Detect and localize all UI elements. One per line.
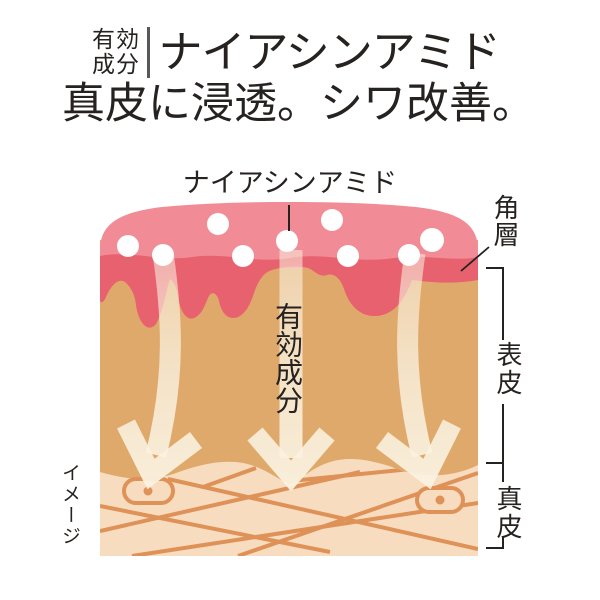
arrow-shaft [397, 251, 433, 458]
fibroblast-nucleus [435, 495, 445, 505]
tag-line-1: 有効 [92, 27, 140, 53]
active-ingredient-tag: 有効 成分 [92, 27, 140, 77]
headline: 真皮に浸透。シワ改善。 [62, 81, 535, 128]
tag-divider [147, 27, 150, 78]
fibroblast-cells [122, 477, 465, 514]
niacinamide-dot [207, 213, 229, 235]
collagen-fiber [202, 466, 257, 489]
niacinamide-dot [337, 245, 359, 267]
corneum-layer-label: 角層 [490, 194, 519, 248]
penetration-arrows [117, 250, 461, 492]
layer-bracket [486, 267, 504, 549]
niacinamide-molecules [117, 209, 444, 267]
header-row: 有効 成分 ナイアシンアミド [92, 27, 501, 78]
niacinamide-dot [276, 230, 298, 252]
collagen-fiber [167, 477, 478, 551]
collagen-fiber [131, 501, 478, 556]
niacinamide-dot [321, 209, 343, 231]
corneum-drip-band [100, 254, 478, 328]
arrow-head [375, 419, 461, 490]
arrow-head [247, 427, 335, 492]
niacinamide-dot [152, 244, 174, 266]
arrow-shaft [145, 251, 181, 458]
penetration-arrow-center [247, 250, 335, 492]
corneum-leader-line [460, 246, 490, 272]
niacinamide-dot [420, 228, 444, 252]
niacinamide-dot [117, 235, 139, 257]
tag-line-2: 成分 [92, 51, 140, 77]
bracket-top [486, 267, 504, 340]
fibroblast-nucleus [143, 486, 153, 496]
collagen-fiber [100, 470, 361, 533]
image-disclaimer-label: イメージ [59, 463, 80, 547]
penetration-arrow-right [375, 251, 461, 490]
dermis-layer-label: 真皮 [493, 485, 522, 541]
epidermis-layer-label: 表皮 [493, 341, 522, 397]
niacinamide-label: ナイアシンアミド [182, 168, 398, 198]
active-ingredient-arrow-label: 有効成分 [271, 302, 302, 414]
collagen-fiber [100, 504, 331, 554]
bracket-bottom [486, 536, 504, 549]
niacinamide-dot [398, 244, 420, 266]
niacinamide-dot [232, 245, 254, 267]
arrow-head [117, 419, 203, 490]
ingredient-title: ナイアシンアミド [158, 27, 501, 77]
penetration-arrow-left [117, 251, 203, 490]
